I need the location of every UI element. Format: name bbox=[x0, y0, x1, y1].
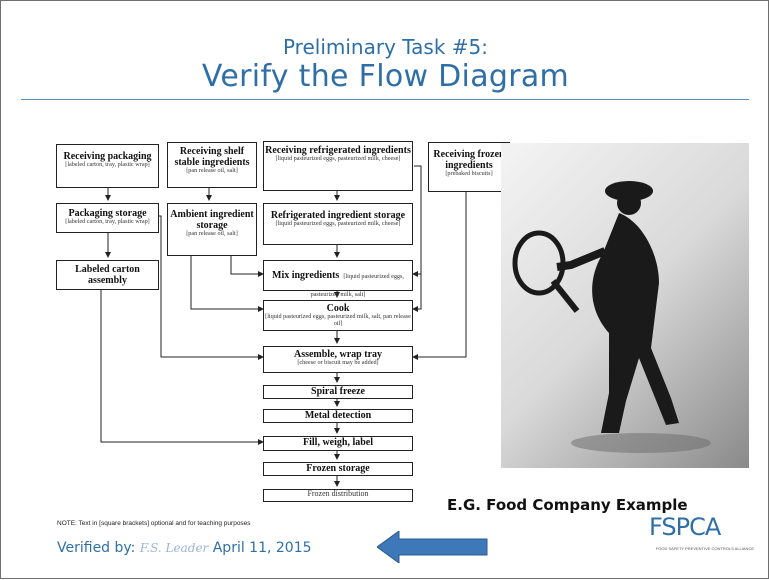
ambient-storage-title: Ambient ingredient storage bbox=[170, 209, 254, 231]
verified-name: F.S. Leader bbox=[139, 541, 209, 555]
frozen-storage-box: Frozen storage bbox=[263, 462, 413, 476]
detective-silhouette-icon bbox=[512, 181, 711, 453]
verified-line: Verified by: F.S. Leader April 11, 2015 bbox=[57, 540, 312, 556]
refrigerated-storage-detail: [liquid pasteurized eggs, pasteurized mi… bbox=[275, 220, 401, 227]
example-label: E.G. Food Company Example bbox=[447, 496, 688, 514]
cook-box: Cook [liquid pasteurized eggs, pasteuriz… bbox=[263, 300, 413, 331]
cook-title: Cook bbox=[326, 303, 350, 314]
verified-date: April 11, 2015 bbox=[212, 540, 312, 556]
detective-photo bbox=[501, 143, 749, 468]
left-arrow-icon bbox=[377, 531, 488, 563]
slide-subtitle: Preliminary Task #5: bbox=[282, 35, 489, 59]
ambient-storage-detail: [pan release oil, salt] bbox=[186, 230, 238, 237]
receiving-frozen-box: Receiving frozen ingredients [prebaked b… bbox=[428, 142, 510, 192]
mix-ingredients-detail: [liquid pasteurized eggs, pasteurized mi… bbox=[310, 273, 404, 298]
receiving-refrigerated-detail: [liquid pasteurized eggs, pasteurized mi… bbox=[275, 155, 401, 162]
fill-weigh-label-title: Fill, weigh, label bbox=[303, 437, 373, 448]
receiving-refrigerated-box: Receiving refrigerated ingredients [liqu… bbox=[263, 141, 413, 191]
frozen-distribution-box: Frozen distribution bbox=[263, 489, 413, 502]
metal-detection-box: Metal detection bbox=[263, 409, 413, 423]
spiral-freeze-box: Spiral freeze bbox=[263, 385, 413, 399]
frozen-distribution-title: Frozen distribution bbox=[307, 489, 369, 498]
receiving-shelf-stable-detail: [pan release oil, salt] bbox=[186, 167, 238, 174]
mix-ingredients-box: Mix ingredients [liquid pasteurized eggs… bbox=[263, 260, 413, 297]
receiving-frozen-detail: [prebaked biscuits] bbox=[445, 170, 493, 177]
receiving-shelf-stable-box: Receiving shelf stable ingredients [pan … bbox=[167, 142, 257, 188]
metal-detection-title: Metal detection bbox=[304, 410, 372, 421]
receiving-packaging-detail: [labeled carton, tray, plastic wrap] bbox=[65, 161, 150, 168]
receiving-packaging-box: Receiving packaging [labeled carton, tra… bbox=[56, 144, 159, 188]
assemble-wrap-tray-detail: [cheese or biscuit may be added] bbox=[297, 359, 379, 366]
fspca-logo-subtext: FOOD SAFETY PREVENTIVE CONTROLS ALLIANCE bbox=[655, 546, 754, 551]
receiving-frozen-title: Receiving frozen ingredients bbox=[433, 149, 505, 171]
packaging-storage-box: Packaging storage [labeled carton, tray,… bbox=[56, 203, 159, 233]
verified-label: Verified by: bbox=[57, 540, 136, 556]
fill-weigh-label-box: Fill, weigh, label bbox=[263, 436, 413, 451]
cook-detail: [liquid pasteurized eggs, pasteurized mi… bbox=[265, 313, 411, 327]
assemble-wrap-tray-title: Assemble, wrap tray bbox=[293, 349, 383, 360]
ambient-storage-box: Ambient ingredient storage [pan release … bbox=[167, 203, 257, 256]
packaging-storage-title: Packaging storage bbox=[68, 208, 147, 219]
spiral-freeze-title: Spiral freeze bbox=[311, 386, 365, 397]
labeled-carton-assembly-title: Labeled carton assembly bbox=[75, 264, 140, 286]
refrigerated-storage-box: Refrigerated ingredient storage [liquid … bbox=[263, 203, 413, 245]
refrigerated-storage-title: Refrigerated ingredient storage bbox=[270, 210, 406, 221]
frozen-storage-title: Frozen storage bbox=[306, 463, 370, 474]
labeled-carton-assembly-box: Labeled carton assembly bbox=[56, 260, 159, 290]
receiving-shelf-stable-title: Receiving shelf stable ingredients bbox=[174, 146, 250, 168]
slide-title: Verify the Flow Diagram bbox=[201, 59, 570, 94]
assemble-wrap-tray-box: Assemble, wrap tray [cheese or biscuit m… bbox=[263, 346, 413, 373]
fspca-logo: FSPCA bbox=[649, 513, 721, 541]
receiving-packaging-title: Receiving packaging bbox=[63, 151, 152, 162]
title-divider bbox=[21, 99, 749, 100]
teaching-note: NOTE: Text in [square brackets] optional… bbox=[57, 520, 251, 527]
receiving-refrigerated-title: Receiving refrigerated ingredients bbox=[265, 145, 411, 156]
packaging-storage-detail: [labeled carton, tray, plastic wrap] bbox=[65, 218, 150, 225]
mix-ingredients-title: Mix ingredients bbox=[272, 270, 340, 281]
